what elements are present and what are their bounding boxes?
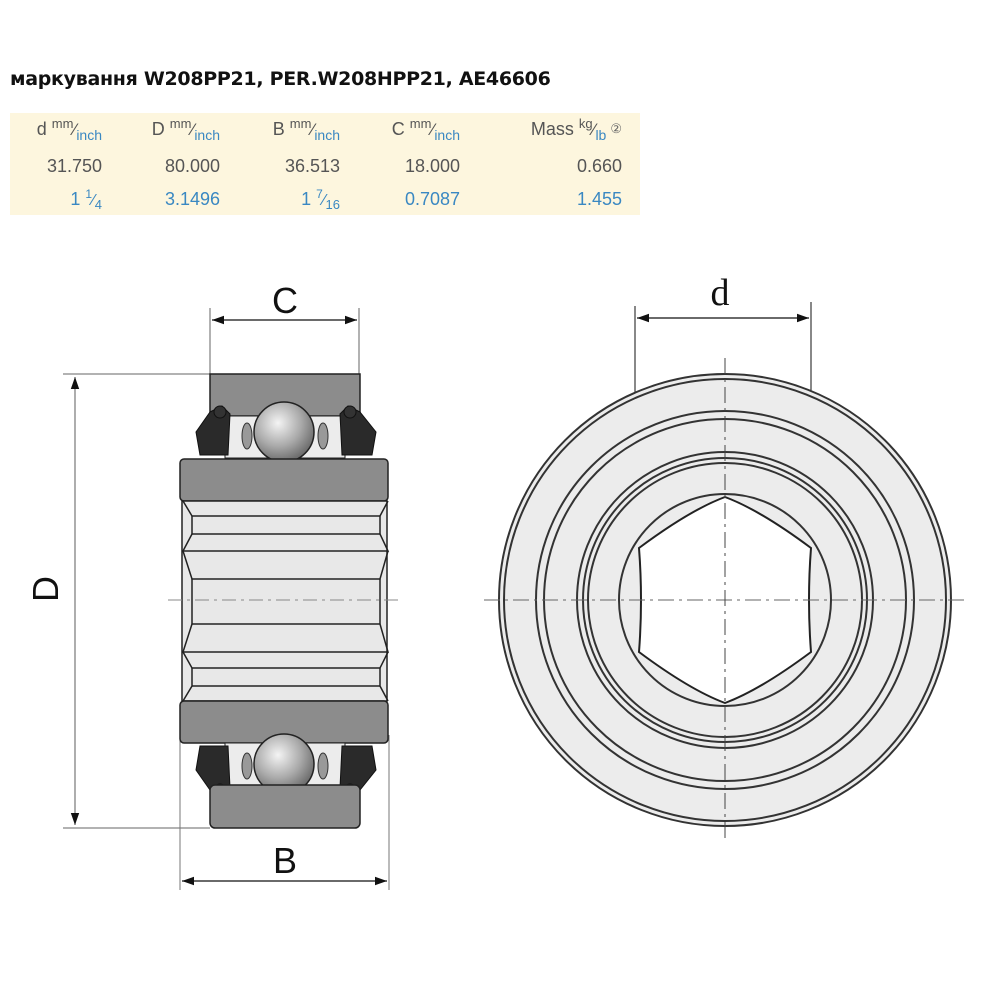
header-B: B mm⁄inch [272,116,340,143]
header-D: D mm⁄inch [151,116,220,143]
dimension-C: C [209,280,360,375]
inner-ring-body [168,500,402,702]
col-d: d mm⁄inch 31.750 1 1⁄4 [10,113,102,215]
spec-table: d mm⁄inch 31.750 1 1⁄4 D mm⁄inch 80.000 … [10,113,640,215]
col-C: C mm⁄inch 18.000 0.7087 [350,113,460,215]
label-C: C [272,280,298,321]
value-B-mm: 36.513 [284,156,340,176]
value-B-inch: 1 7⁄16 [301,187,340,212]
label-B: B [273,840,297,881]
value-mass-kg: 0.660 [576,156,622,176]
dimension-D: D [25,373,210,829]
dimension-B: B [179,735,390,890]
page-title: маркування W208PP21, PER.W208HPP21, AE46… [10,68,551,90]
value-D-mm: 80.000 [164,156,220,176]
seal-right-top [339,405,377,456]
col-D: D mm⁄inch 80.000 3.1496 [110,113,220,215]
header-C: C mm⁄inch [391,116,460,143]
col-B: B mm⁄inch 36.513 1 7⁄16 [230,113,340,215]
seal-left-top [195,405,231,456]
value-d-inch: 1 1⁄4 [70,187,102,212]
header-d: d mm⁄inch [36,116,102,143]
label-d: d [711,272,730,314]
ball-top [253,401,315,463]
value-C-inch: 0.7087 [404,189,460,209]
value-mass-lb: 1.455 [576,189,622,209]
outer-ring-bottom [209,784,361,829]
label-D: D [25,576,66,602]
value-D-inch: 3.1496 [164,189,220,209]
front-view: d [484,272,966,842]
value-C-mm: 18.000 [404,156,460,176]
value-d-mm: 31.750 [46,156,102,176]
inner-ring-top [179,458,389,502]
footnote-icon: ② [610,121,622,136]
side-view: C D B [25,280,402,890]
